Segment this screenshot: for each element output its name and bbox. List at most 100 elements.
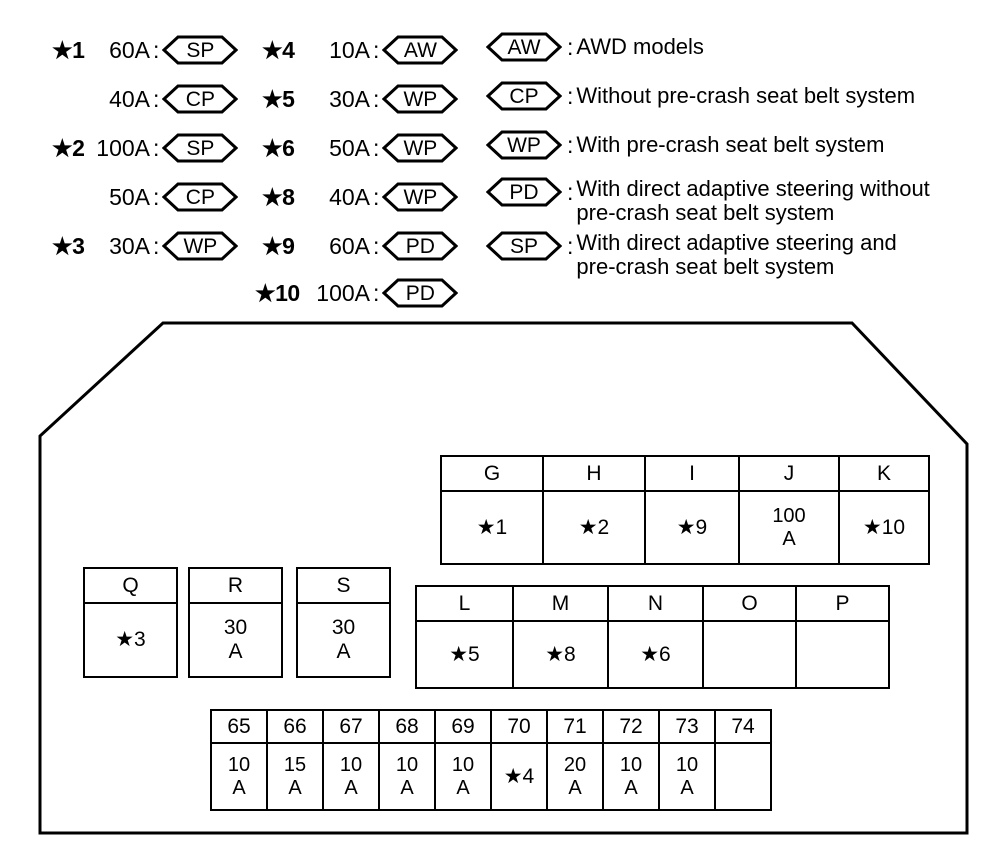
fuse-value-s[interactable]: 30 A <box>296 602 391 678</box>
fuse-value-r[interactable]: 30 A <box>188 602 283 678</box>
fuse-value-71[interactable]: 20 A <box>546 742 604 811</box>
fuse-slot-header-h[interactable]: H <box>542 455 646 492</box>
badge-hexagon-icon: AW <box>486 31 562 63</box>
fuse-slot-header-s[interactable]: S <box>296 567 391 604</box>
badge-hexagon-icon: PD <box>382 277 459 309</box>
fuse-value-68[interactable]: 10 A <box>378 742 436 811</box>
badge-label: SP <box>186 38 215 62</box>
fuse-value-h[interactable]: ★2 <box>542 490 646 565</box>
footnote-marker: ★2 <box>52 134 85 161</box>
fuse-slot-header-l[interactable]: L <box>415 585 514 622</box>
table-row-values: ★5 ★8 ★6 <box>415 620 890 689</box>
fuse-slot-header-p[interactable]: P <box>795 585 890 622</box>
fuse-slot-header-r[interactable]: R <box>188 567 283 604</box>
fuse-slot-header-n[interactable]: N <box>607 585 704 622</box>
legend-row-wp: WP : With pre-crash seat belt system <box>486 129 885 161</box>
legend-line-1: With pre-crash seat belt system <box>576 132 885 158</box>
fuse-slot-header-k[interactable]: K <box>838 455 930 492</box>
fuse-slot-header-o[interactable]: O <box>702 585 797 622</box>
footnote-colon: : <box>153 36 160 63</box>
footnote-rating: 30A <box>329 85 370 112</box>
badge-hexagon-icon: WP <box>486 129 562 161</box>
fuse-value-j[interactable]: 100 A <box>738 490 840 565</box>
footnote-rating: 60A <box>109 36 150 63</box>
fuse-slot-header-71[interactable]: 71 <box>546 709 604 744</box>
fuse-value-k[interactable]: ★10 <box>838 490 930 565</box>
table-row-headers: 65 66 67 68 69 70 71 72 73 74 <box>210 709 772 744</box>
footnote-marker: ★8 <box>262 183 295 210</box>
footnote-colon: : <box>153 232 160 259</box>
legend-line-1: With direct adaptive steering without <box>576 176 930 201</box>
fuse-slot-header-68[interactable]: 68 <box>378 709 436 744</box>
legend-line-1: Without pre-crash seat belt system <box>576 83 916 109</box>
footnote-marker: ★5 <box>262 85 295 112</box>
fuse-slot-header-g[interactable]: G <box>440 455 544 492</box>
badge-hexagon-icon: WP <box>382 132 459 164</box>
fuse-slot-header-73[interactable]: 73 <box>658 709 716 744</box>
fuse-value-73[interactable]: 10 A <box>658 742 716 811</box>
footnote-colon: : <box>373 183 380 210</box>
legend-line-1: AWD models <box>576 34 704 60</box>
fuse-value-l[interactable]: ★5 <box>415 620 514 689</box>
table-row-values: 10 A 15 A 10 A 10 A 10 A ★4 20 A 10 A 10… <box>210 742 772 811</box>
fuse-value-p[interactable] <box>795 620 890 689</box>
footnote-marker: ★1 <box>52 36 85 63</box>
footnote-colon: : <box>153 134 160 161</box>
fuse-value-o[interactable] <box>702 620 797 689</box>
fuse-slot-header-74[interactable]: 74 <box>714 709 772 744</box>
fuse-value-g[interactable]: ★1 <box>440 490 544 565</box>
legend-colon: : <box>567 179 574 205</box>
fuse-slot-header-66[interactable]: 66 <box>266 709 324 744</box>
footnote-colon: : <box>373 36 380 63</box>
fuse-slot-header-70[interactable]: 70 <box>490 709 548 744</box>
fuse-value-n[interactable]: ★6 <box>607 620 704 689</box>
footnote-row-1: ★1 60A : SP <box>52 34 239 66</box>
badge-label: AW <box>403 38 437 62</box>
fuse-value-67[interactable]: 10 A <box>322 742 380 811</box>
footnote-marker: ★6 <box>262 134 295 161</box>
footnote-marker: ★4 <box>262 36 295 63</box>
footnote-colon: : <box>373 134 380 161</box>
legend-description: AWD models <box>576 35 704 59</box>
fuse-value-i[interactable]: ★9 <box>644 490 740 565</box>
footnote-marker: ★10 <box>255 279 300 306</box>
badge-hexagon-icon: CP <box>162 83 239 115</box>
footnote-rating: 10A <box>329 36 370 63</box>
fuse-value-69[interactable]: 10 A <box>434 742 492 811</box>
legend-colon: : <box>567 82 574 109</box>
footnote-rating: 50A <box>329 134 370 161</box>
badge-hexagon-icon: SP <box>162 34 239 66</box>
fuse-slot-header-72[interactable]: 72 <box>602 709 660 744</box>
fuse-slot-header-j[interactable]: J <box>738 455 840 492</box>
fuse-value-q[interactable]: ★3 <box>83 602 178 678</box>
table-row-headers: L M N O P <box>415 585 890 622</box>
footnote-row-11: ★10 100A : PD <box>255 277 459 309</box>
fuse-value-72[interactable]: 10 A <box>602 742 660 811</box>
fuse-slot-header-69[interactable]: 69 <box>434 709 492 744</box>
fuse-slot-header-m[interactable]: M <box>512 585 609 622</box>
footnote-rating: 60A <box>329 232 370 259</box>
badge-label: WP <box>183 234 218 258</box>
legend-colon: : <box>567 33 574 60</box>
fuse-slot-header-65[interactable]: 65 <box>210 709 268 744</box>
badge-hexagon-icon: WP <box>162 230 239 262</box>
badge-label: AW <box>507 35 541 59</box>
badge-hexagon-icon: PD <box>382 230 459 262</box>
badge-label: WP <box>507 133 541 157</box>
legend-description: With direct adaptive steering and pre-cr… <box>576 231 896 279</box>
fuse-value-m[interactable]: ★8 <box>512 620 609 689</box>
legend-description: Without pre-crash seat belt system <box>576 84 915 108</box>
badge-label: WP <box>403 185 438 209</box>
footnote-rating: 30A <box>109 232 150 259</box>
badge-hexagon-icon: CP <box>486 80 562 112</box>
fuse-value-66[interactable]: 15 A <box>266 742 324 811</box>
fuse-slot-header-i[interactable]: I <box>644 455 740 492</box>
fuse-value-70[interactable]: ★4 <box>490 742 548 811</box>
fuse-slot-header-q[interactable]: Q <box>83 567 178 604</box>
fuse-slot-header-67[interactable]: 67 <box>322 709 380 744</box>
legend-row-awd: AW : AWD models <box>486 31 704 63</box>
fuse-value-65[interactable]: 10 A <box>210 742 268 811</box>
legend-description: With pre-crash seat belt system <box>576 133 884 157</box>
fuse-value-74[interactable] <box>714 742 772 811</box>
footnote-marker: ★9 <box>262 232 295 259</box>
